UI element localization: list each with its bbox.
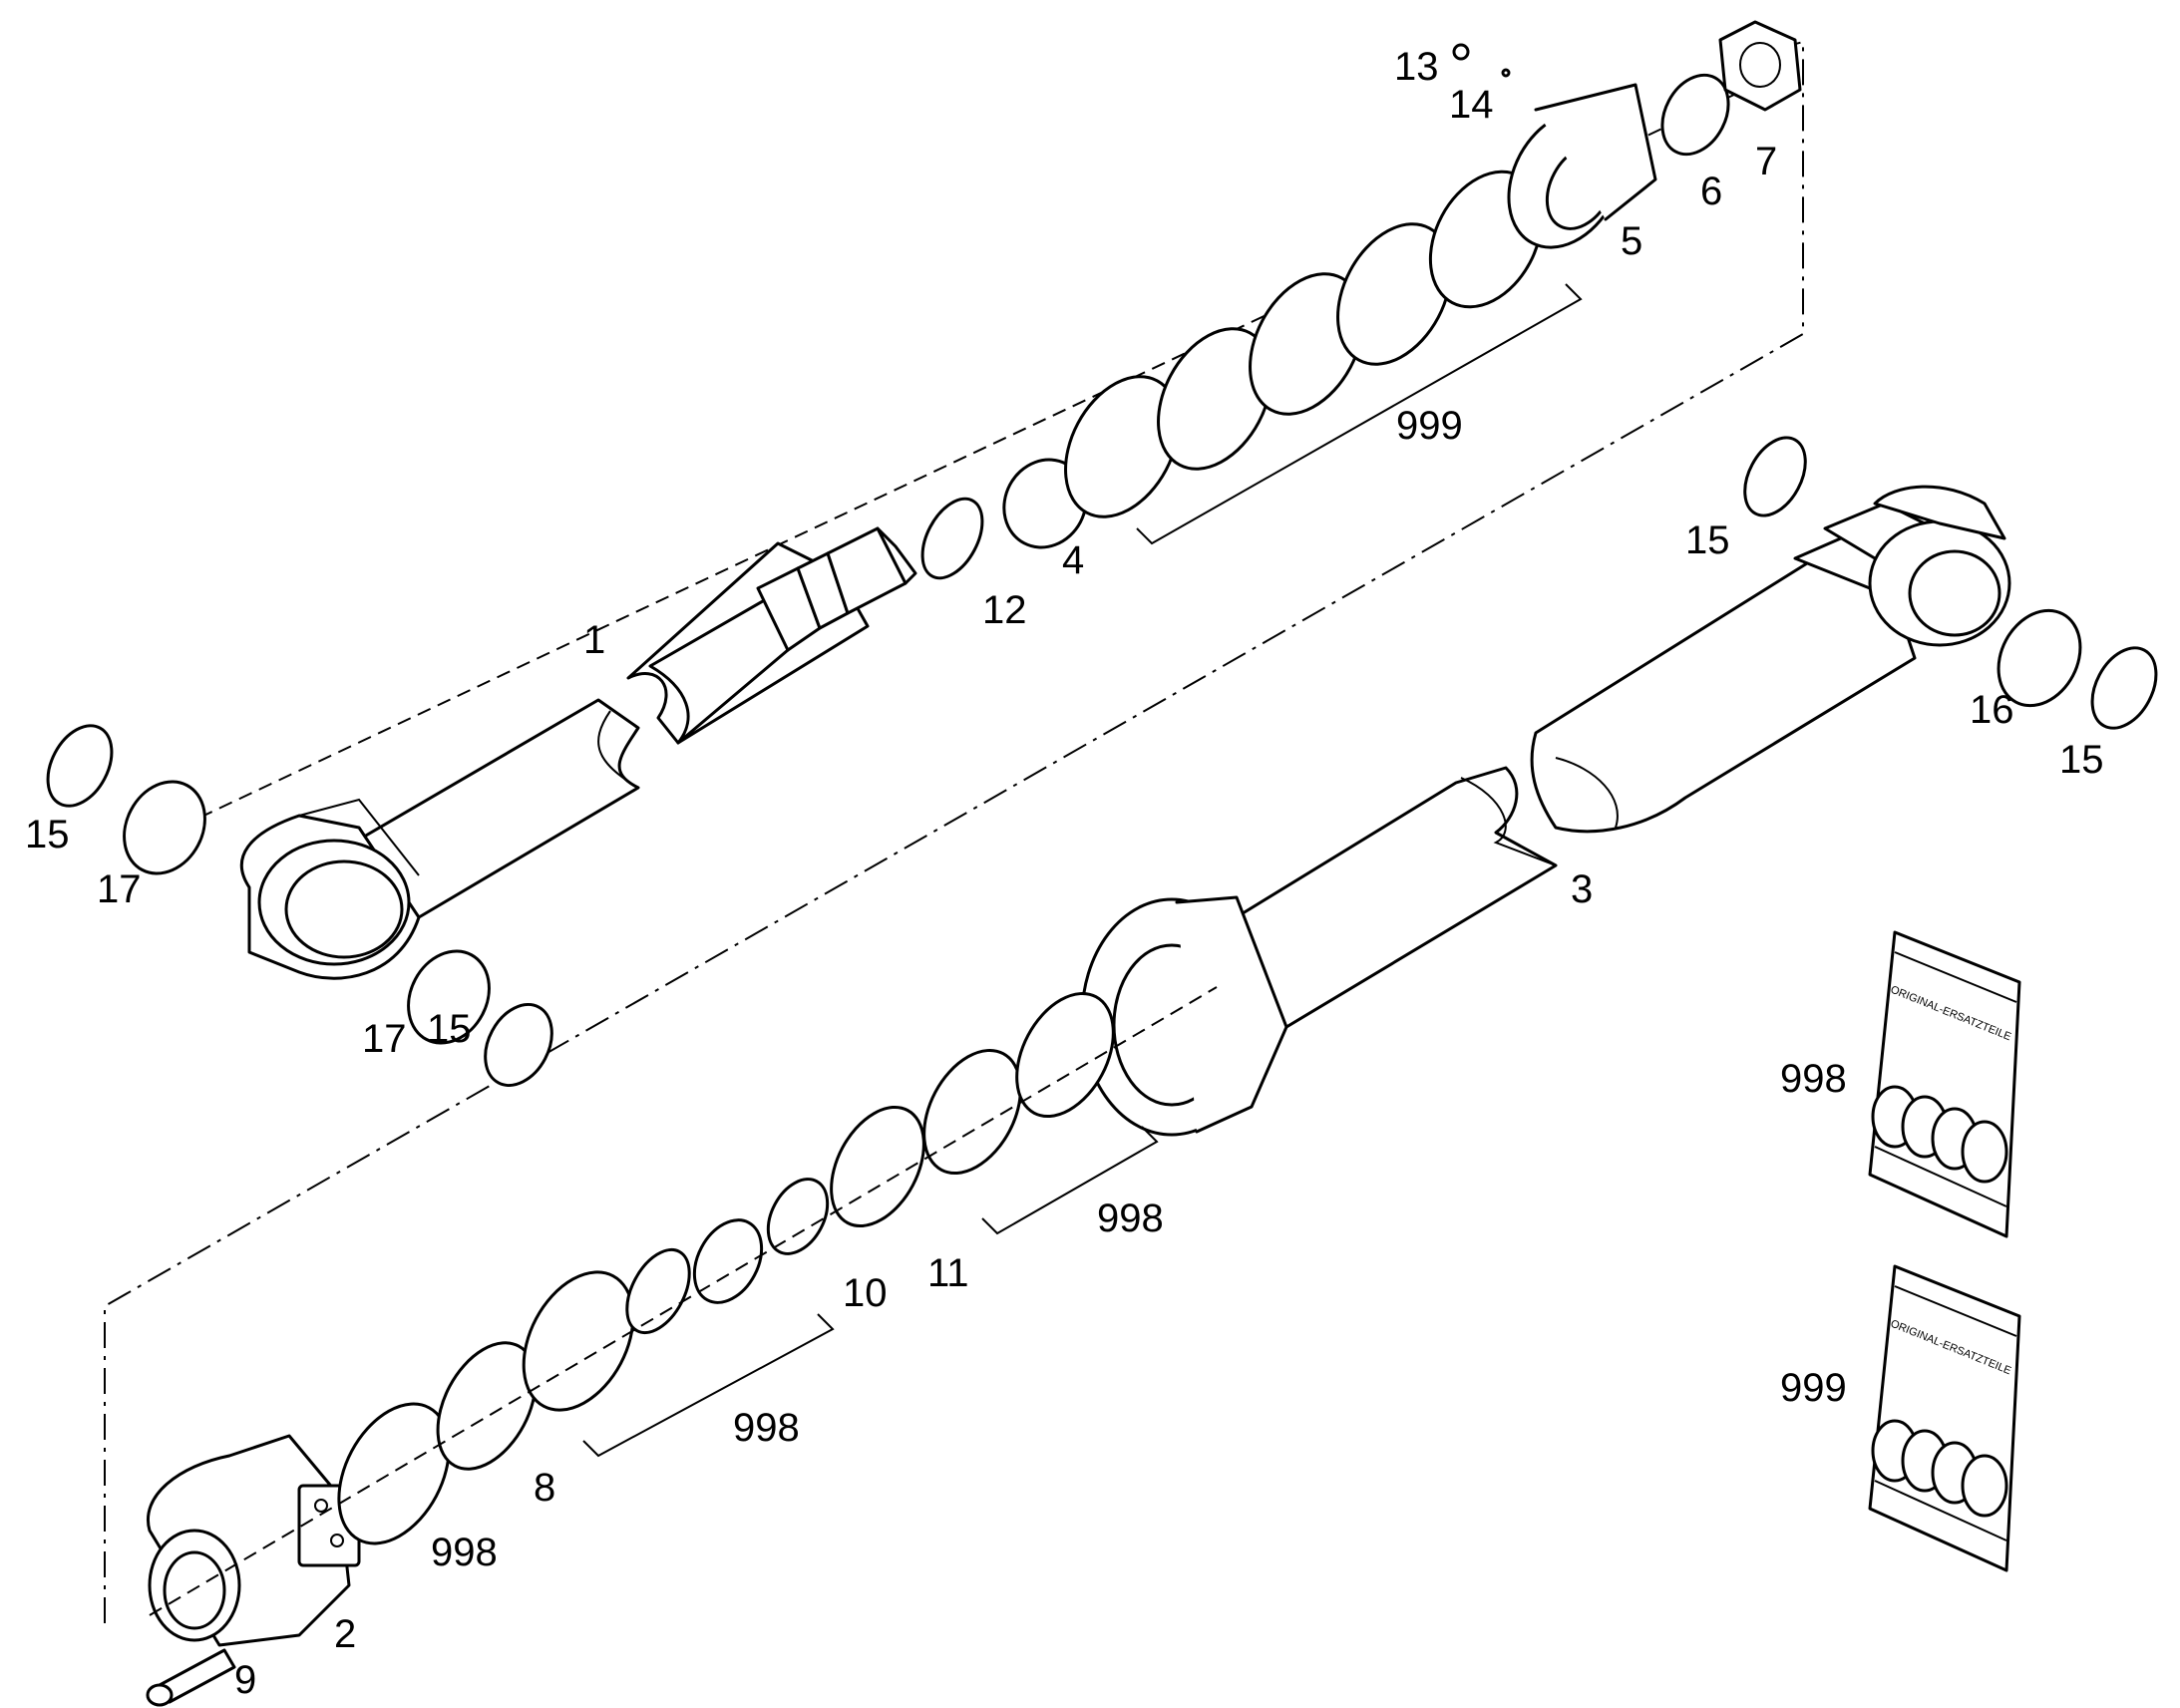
lower-center-axis [149,986,1218,1616]
label-15-rod-eye: 15 [427,1007,472,1051]
label-15-left: 15 [25,813,70,856]
label-11: 11 [927,1251,969,1295]
label-15-right: 15 [2059,738,2104,782]
label-1: 1 [583,618,605,662]
bearing-bushings [46,436,2158,1087]
bracket-999 [1136,283,1583,545]
seal-rings-lower [337,991,1115,1545]
label-10: 10 [843,1271,888,1315]
label-17-rod-eye: 17 [362,1017,407,1061]
label-16: 16 [1970,688,2014,732]
label-6: 6 [1700,170,1722,213]
label-12: 12 [982,588,1027,632]
label-998-tube: 998 [1097,1196,1164,1240]
piston-rod [198,84,1756,980]
label-5: 5 [1621,219,1642,263]
label-17-left: 17 [97,867,142,911]
bracket-998-lower [582,1313,835,1458]
seal-kit-bag-999 [1868,1264,2021,1572]
label-998-kit: 998 [1780,1057,1847,1101]
label-8: 8 [534,1466,555,1510]
label-998-head: 998 [431,1531,498,1574]
label-4: 4 [1062,538,1084,582]
label-3: 3 [1571,867,1593,911]
label-998-middle: 998 [733,1406,800,1450]
label-2: 2 [334,1612,356,1656]
bracket-998-upper [981,1126,1159,1235]
label-7: 7 [1755,140,1777,183]
label-9: 9 [234,1658,256,1702]
label-15-tube-top: 15 [1685,518,1730,562]
label-14: 14 [1449,83,1494,127]
label-999-rings: 999 [1396,404,1463,448]
cylinder-head-guide [146,1434,361,1707]
label-999-kit: 999 [1780,1366,1847,1410]
label-13: 13 [1394,45,1439,89]
seal-rings-upper [920,20,1802,580]
seal-kit-bag-998 [1868,930,2021,1238]
cylinder-tube [1080,485,2011,1137]
